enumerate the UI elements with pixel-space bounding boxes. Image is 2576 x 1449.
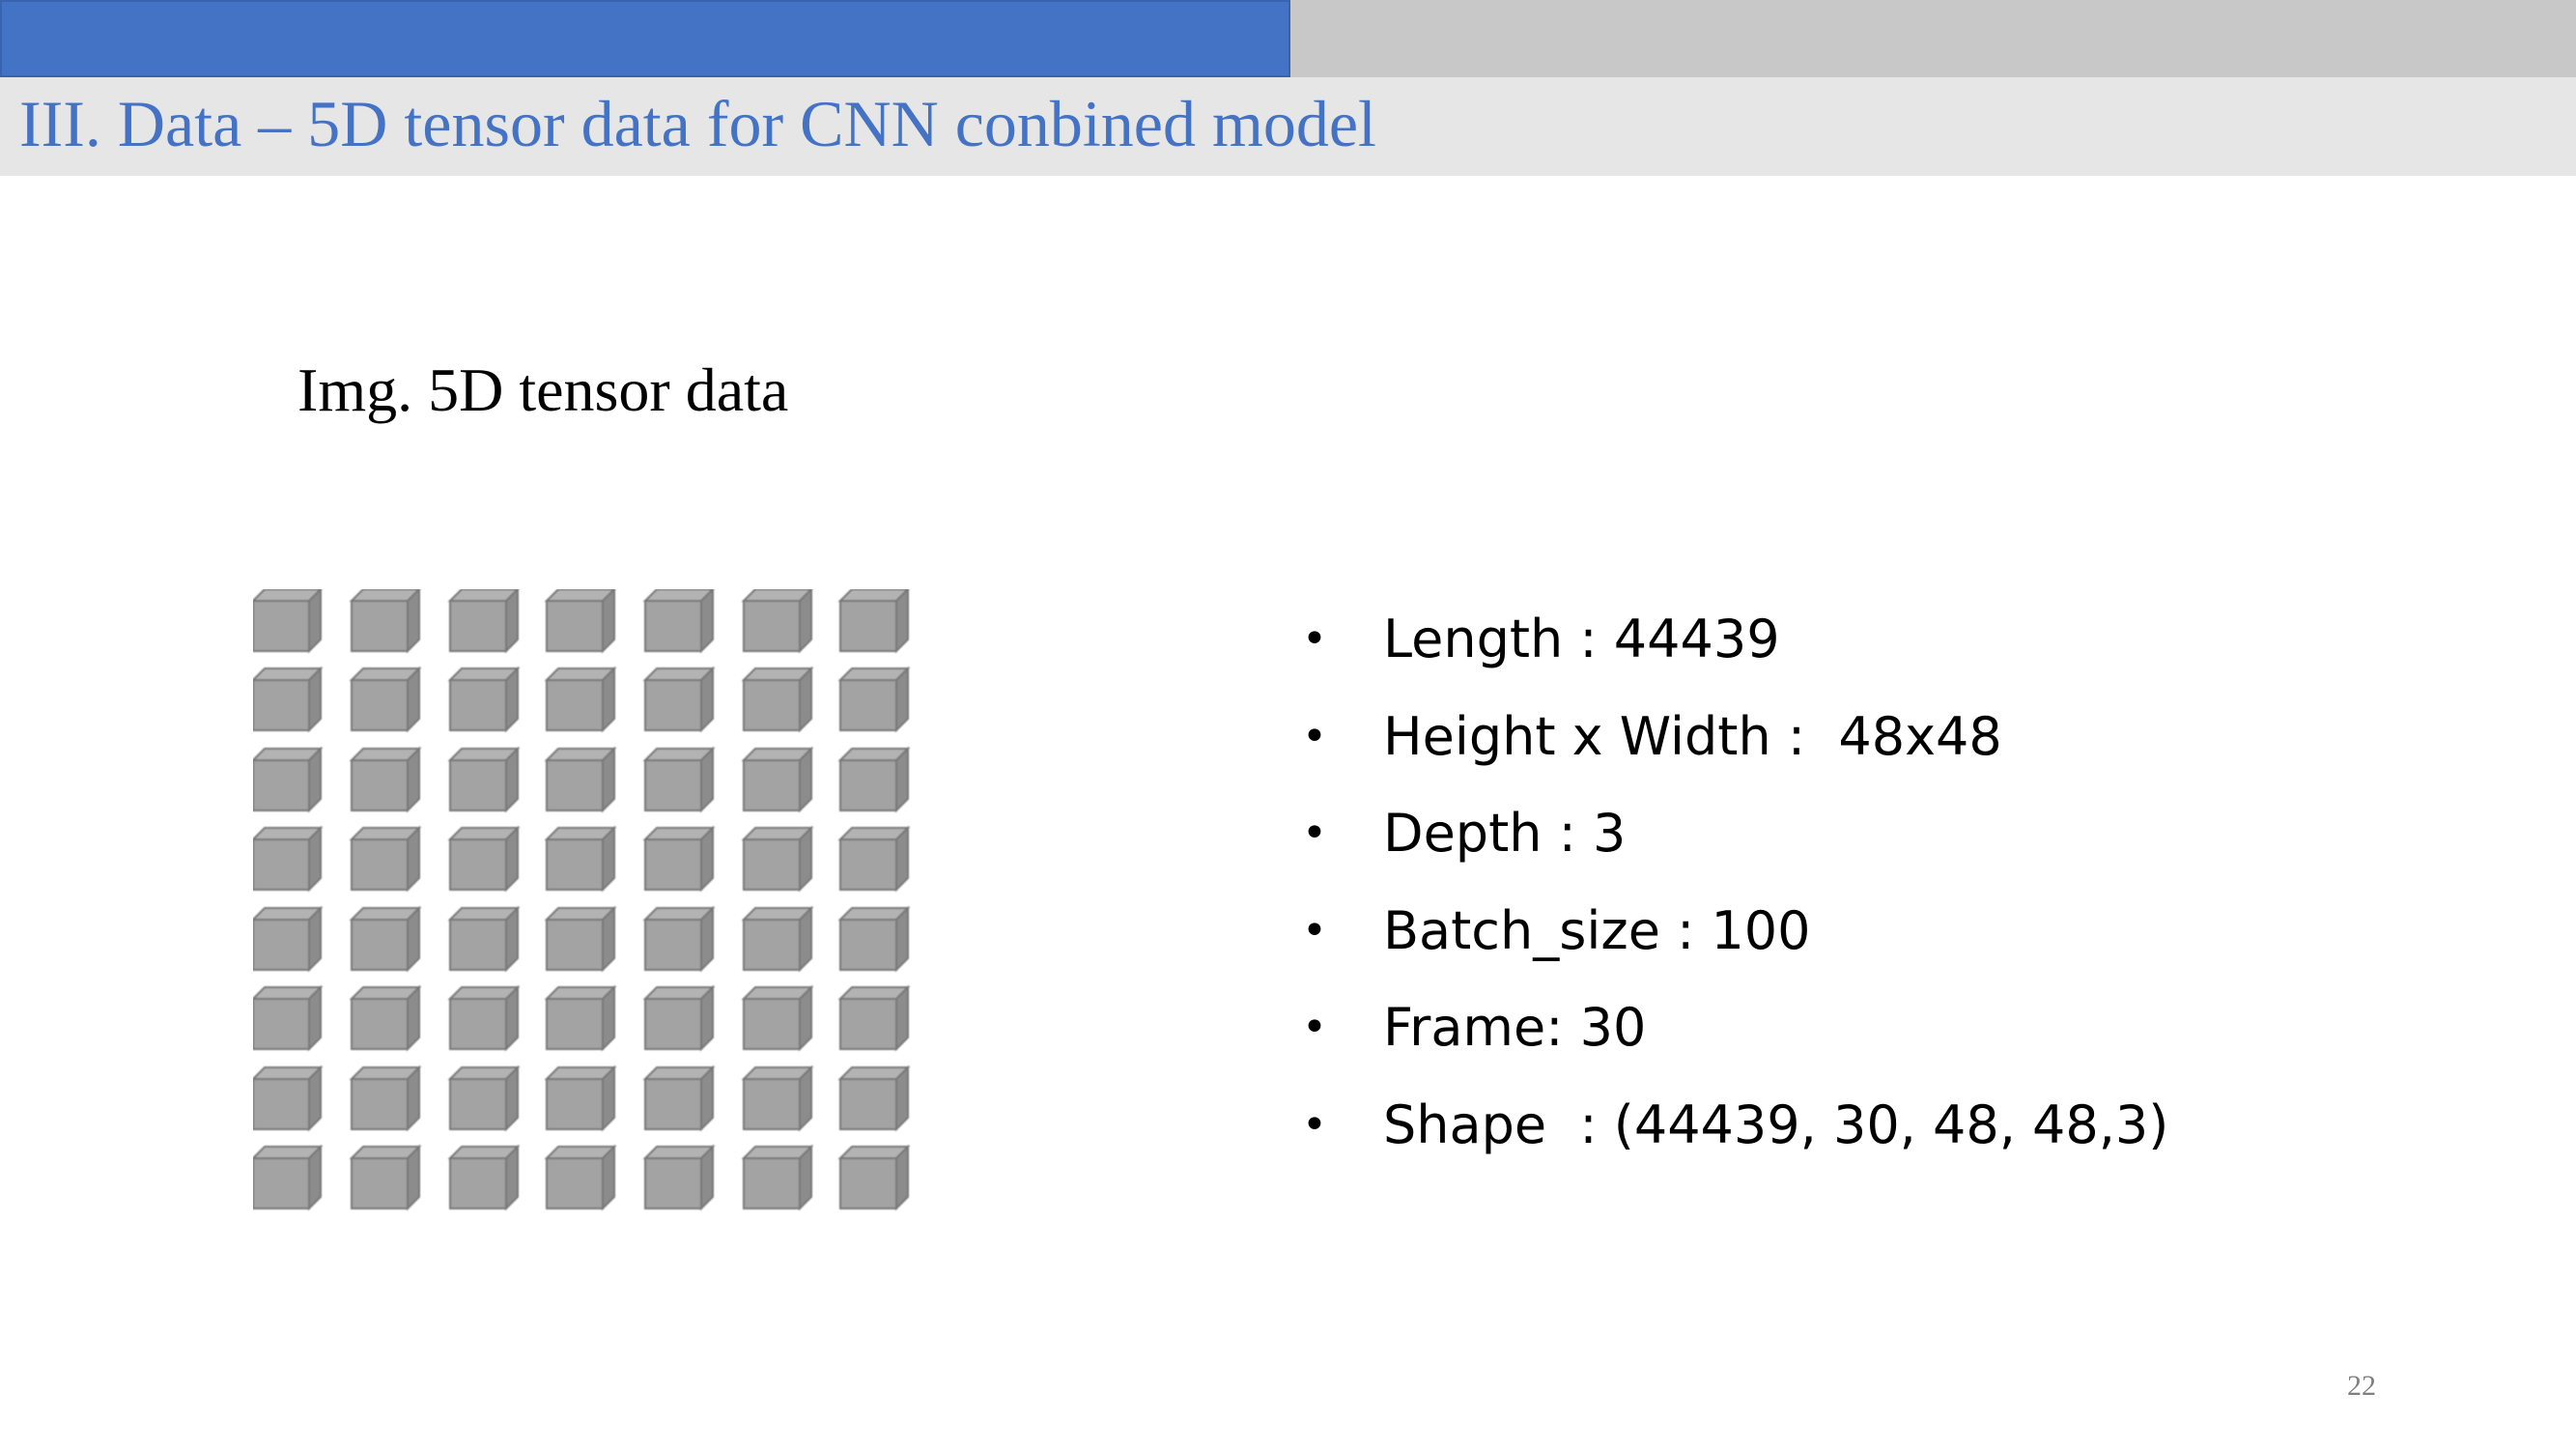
cube-icon bbox=[253, 746, 324, 813]
cube-icon bbox=[642, 825, 716, 893]
figure-caption: Img. 5D tensor data bbox=[297, 355, 789, 424]
cube-icon bbox=[837, 589, 910, 654]
cube-icon bbox=[741, 589, 813, 654]
cube-icon bbox=[447, 666, 521, 733]
bullet-dot: • bbox=[1302, 1003, 1327, 1052]
bullet-dot: • bbox=[1302, 809, 1327, 858]
header-gray-bar bbox=[1290, 0, 2576, 77]
cube-icon bbox=[544, 1065, 617, 1132]
cube-icon bbox=[837, 1144, 911, 1211]
cube-icon bbox=[837, 825, 911, 893]
cube-icon bbox=[349, 746, 422, 813]
cube-icon bbox=[349, 905, 422, 973]
cube-icon bbox=[544, 905, 617, 973]
cube-icon bbox=[253, 825, 324, 893]
cube-grid bbox=[253, 589, 911, 1211]
cube-icon bbox=[837, 984, 911, 1052]
cube-icon bbox=[837, 666, 911, 733]
cube-icon bbox=[544, 589, 616, 654]
cube-icon bbox=[544, 746, 617, 813]
bullet-list: •Length : 44439 •Height x Width : 48x48 … bbox=[1302, 604, 2168, 1186]
cube-icon bbox=[741, 1144, 814, 1211]
cube-icon bbox=[447, 984, 521, 1052]
cube-icon bbox=[349, 825, 422, 893]
cube-icon bbox=[253, 984, 324, 1052]
bullet-text: Batch_size : 100 bbox=[1383, 899, 1811, 961]
cube-icon bbox=[447, 1144, 521, 1211]
cube-icon bbox=[642, 1144, 716, 1211]
bullet-text: Length : 44439 bbox=[1383, 609, 1780, 669]
page-number: 22 bbox=[2347, 1370, 2376, 1402]
header-accent-bar bbox=[0, 0, 1290, 77]
bullet-item-shape: • Shape : (44439, 30, 48, 48,3) bbox=[1302, 1090, 2168, 1187]
bullet-text: Depth : 3 bbox=[1383, 803, 1627, 864]
cube-icon bbox=[349, 984, 422, 1052]
cube-icon bbox=[837, 905, 911, 973]
bullet-item-frame: • Frame: 30 bbox=[1302, 992, 2168, 1090]
cube-icon bbox=[349, 1144, 422, 1211]
cube-icon bbox=[544, 666, 617, 733]
cube-icon bbox=[741, 905, 814, 973]
cube-icon bbox=[447, 905, 521, 973]
bullet-item-depth: • Depth : 3 bbox=[1302, 798, 2168, 895]
bullet-item-batch-size: • Batch_size : 100 bbox=[1302, 895, 2168, 993]
cube-icon bbox=[349, 666, 422, 733]
cube-icon bbox=[349, 1065, 422, 1132]
cube-icon bbox=[253, 1065, 324, 1132]
cube-icon bbox=[253, 666, 324, 733]
cube-icon bbox=[544, 1144, 617, 1211]
cube-icon bbox=[447, 746, 521, 813]
cube-icon bbox=[741, 984, 814, 1052]
slide-title: III. Data – 5D tensor data for CNN conbi… bbox=[19, 87, 1376, 160]
cube-icon bbox=[642, 666, 716, 733]
bullet-item-length: • Length : 44439 bbox=[1302, 604, 2168, 701]
bullet-text: Shape : (44439, 30, 48, 48,3) bbox=[1383, 1094, 2169, 1155]
cube-icon bbox=[349, 589, 421, 654]
title-band bbox=[0, 77, 2576, 176]
cube-icon bbox=[544, 984, 617, 1052]
bullet-dot: • bbox=[1302, 614, 1327, 664]
cube-icon bbox=[741, 746, 814, 813]
cube-icon bbox=[544, 825, 617, 893]
cube-icon bbox=[447, 1065, 521, 1132]
bullet-dot: • bbox=[1302, 1099, 1327, 1150]
bullet-text: Frame: 30 bbox=[1383, 997, 1647, 1058]
cube-icon bbox=[253, 1144, 324, 1211]
bullet-item-height-width: • Height x Width : 48x48 bbox=[1302, 701, 2168, 799]
cube-icon bbox=[837, 746, 911, 813]
cube-icon bbox=[642, 1065, 716, 1132]
cube-icon bbox=[447, 589, 520, 654]
cube-icon bbox=[741, 1065, 814, 1132]
bullet-dot: • bbox=[1302, 711, 1327, 761]
cube-icon bbox=[642, 984, 716, 1052]
bullet-dot: • bbox=[1302, 905, 1327, 955]
cube-icon bbox=[253, 905, 324, 973]
cube-icon bbox=[642, 589, 715, 654]
cube-icon bbox=[253, 589, 323, 654]
cube-icon bbox=[837, 1065, 911, 1132]
cube-icon bbox=[741, 825, 814, 893]
cube-icon bbox=[642, 746, 716, 813]
cube-icon bbox=[642, 905, 716, 973]
bullet-text: Height x Width : 48x48 bbox=[1383, 705, 2002, 767]
cube-icon bbox=[447, 825, 521, 893]
cube-icon bbox=[741, 666, 814, 733]
